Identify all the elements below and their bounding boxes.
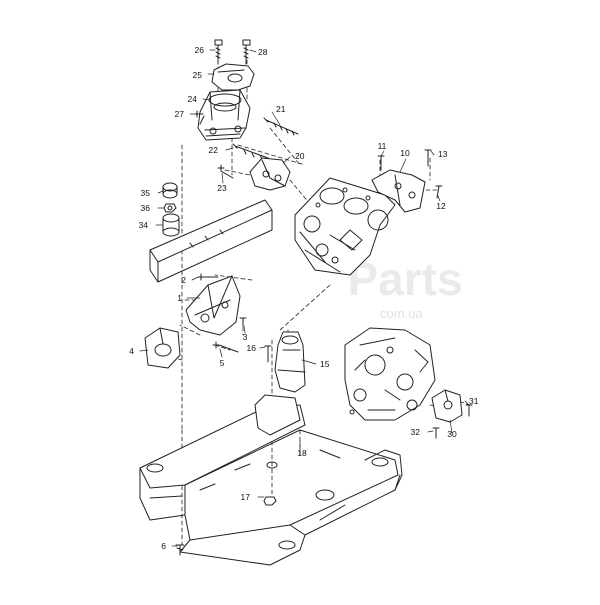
- bolt-17: [263, 496, 277, 506]
- mount-4: [144, 327, 181, 369]
- mount-15: [274, 331, 306, 393]
- callout-25: 25: [193, 70, 203, 80]
- callout-13: 13: [438, 149, 448, 159]
- watermark-brand: Parts: [347, 253, 462, 305]
- callout-2: 2: [181, 275, 186, 285]
- bushing-34: [162, 213, 180, 237]
- callout-36: 36: [141, 203, 151, 213]
- callout-20: 20: [295, 151, 305, 161]
- callout-26: 26: [195, 45, 205, 55]
- callout-31: 31: [469, 396, 479, 406]
- bolt-27: [194, 110, 204, 118]
- callout-28: 28: [258, 47, 268, 57]
- callout-6: 6: [161, 541, 166, 551]
- mount-30: [431, 389, 463, 423]
- callout-21: 21: [276, 104, 286, 114]
- callout-17: 17: [241, 492, 251, 502]
- bolt-3: [239, 317, 247, 327]
- bolt-21: [263, 117, 299, 136]
- callout-15: 15: [320, 359, 330, 369]
- callout-34: 34: [139, 220, 149, 230]
- bolt-2: [197, 273, 219, 281]
- watermark: Parts com.ua: [347, 253, 462, 321]
- callout-3: 3: [243, 332, 248, 342]
- callout-23: 23: [217, 183, 227, 193]
- callout-35: 35: [141, 188, 151, 198]
- mount-bracket-25: [211, 63, 255, 91]
- mount-bracket-1: [185, 275, 241, 336]
- callout-27: 27: [175, 109, 185, 119]
- callout-24: 24: [188, 94, 198, 104]
- engine-mount-upper: [197, 89, 251, 141]
- bolt-23: [217, 164, 234, 179]
- rubber-bump-35: [162, 182, 178, 199]
- bolt-6: [175, 544, 185, 556]
- watermark-domain: com.ua: [380, 306, 423, 321]
- callout-18: 18: [297, 448, 307, 458]
- bracket-20: [249, 157, 291, 191]
- callout-5: 5: [220, 358, 225, 368]
- callout-4: 4: [129, 346, 134, 356]
- transmission: [344, 327, 436, 421]
- subframe-18: [139, 394, 403, 566]
- bracket-10: [371, 169, 426, 213]
- bolt-26: [214, 39, 223, 65]
- bolt-12: [435, 185, 443, 199]
- leader-lines: [139, 49, 469, 547]
- callout-30: 30: [447, 429, 457, 439]
- callout-labels: 1234561011121315161718202122232425262728…: [129, 45, 478, 551]
- callout-16: 16: [247, 343, 257, 353]
- chassis-rail: [149, 199, 273, 283]
- engine-block: [294, 177, 396, 276]
- callout-10: 10: [400, 148, 410, 158]
- bolt-32: [432, 427, 440, 439]
- bolt-5: [212, 341, 239, 353]
- bolt-31: [465, 404, 473, 417]
- callout-22: 22: [209, 145, 219, 155]
- bolt-16: [264, 345, 272, 363]
- callout-12: 12: [436, 201, 446, 211]
- callout-1: 1: [177, 293, 182, 303]
- callout-32: 32: [411, 427, 421, 437]
- bolt-28: [242, 39, 251, 65]
- callout-11: 11: [378, 141, 387, 151]
- bolt-13: [424, 149, 432, 167]
